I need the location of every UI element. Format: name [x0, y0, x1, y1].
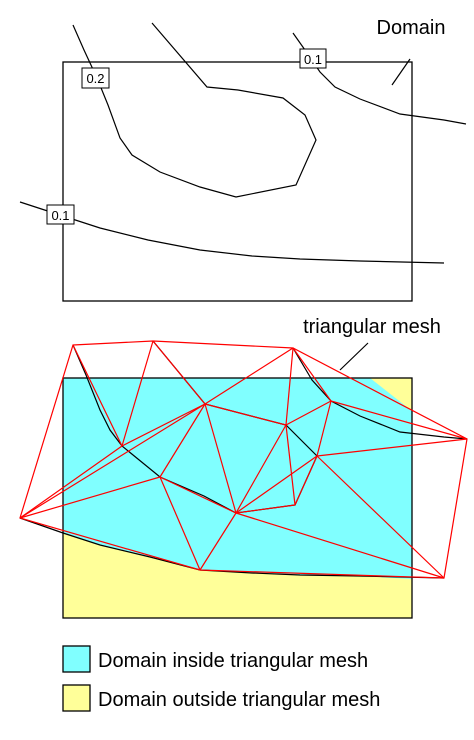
legend-label-inside: Domain inside triangular mesh — [98, 650, 368, 672]
legend-label-outside: Domain outside triangular mesh — [98, 689, 380, 711]
triangular-mesh-label: triangular mesh — [303, 316, 441, 338]
svg-text:0.1: 0.1 — [304, 52, 322, 67]
domain-inside-mesh-area — [63, 378, 412, 579]
triangular-mesh-pointer — [339, 342, 369, 371]
contour-label-0.2: 0.2 — [81, 67, 110, 89]
domain-rectangle — [62, 61, 413, 302]
contour-line-0.1-upper-right — [292, 32, 467, 125]
mesh-hull — [19, 340, 468, 579]
top-diagram: Domain 0.2 0.1 0.1 — [19, 17, 467, 302]
domain-label: Domain — [377, 17, 446, 39]
domain-rectangle-bottom — [62, 377, 413, 619]
legend-item-inside: Domain inside triangular mesh — [62, 645, 368, 673]
svg-text:0.2: 0.2 — [86, 71, 104, 86]
svg-text:0.1: 0.1 — [51, 208, 69, 223]
legend-swatch-inside — [62, 645, 91, 673]
contour-line-0.1-bottom — [19, 201, 445, 264]
contour-label-0.1-left: 0.1 — [46, 204, 75, 225]
bottom-diagram: triangular mesh — [19, 316, 468, 619]
legend-swatch-outside — [62, 684, 91, 712]
contour-label-0.1-upper: 0.1 — [299, 48, 327, 69]
triangular-mesh — [19, 340, 468, 579]
contour-line-0.2-left — [72, 22, 317, 198]
legend-item-outside: Domain outside triangular mesh — [62, 684, 380, 712]
domain-pointer — [391, 58, 411, 86]
mesh-contour-line-0.1-upper — [292, 347, 468, 440]
legend: Domain inside triangular mesh Domain out… — [62, 645, 380, 712]
